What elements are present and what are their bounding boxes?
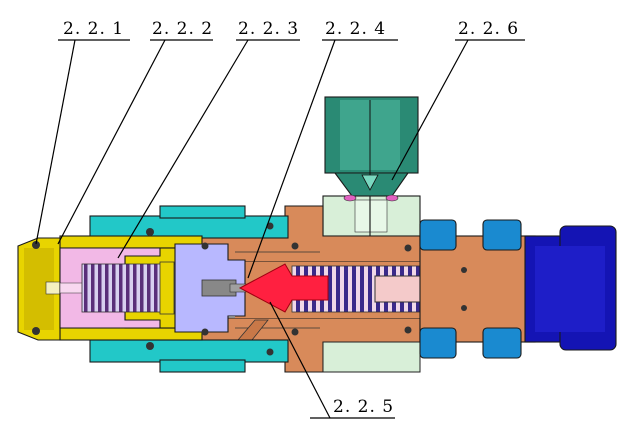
end-cap-oring-top	[32, 241, 40, 249]
upper-body-inner	[354, 199, 388, 233]
callout-2-2-1: 2. 2. 1	[63, 19, 124, 39]
left-spring-seat	[159, 261, 175, 315]
teal-sleeve-bottom	[89, 339, 289, 363]
lavender-guide	[174, 243, 247, 333]
right-coupling-body	[419, 235, 536, 343]
right-nut-top-a	[419, 219, 457, 251]
callout-2-2-4: 2. 2. 4	[325, 19, 386, 39]
teal-sleeve-top-step	[159, 205, 246, 219]
upper-seal-right	[385, 194, 399, 202]
upper-needle-tip	[361, 174, 379, 191]
upper-seal-left	[343, 194, 357, 202]
upper-fitting	[322, 96, 421, 238]
end-cap-oring-bottom	[32, 327, 40, 335]
lower-nut	[322, 341, 421, 373]
leader-lines	[35, 39, 525, 419]
o-rings	[146, 222, 467, 356]
right-nut-bottom-b	[482, 327, 522, 359]
teal-sleeve	[89, 205, 289, 373]
pink-sleeve-bore	[59, 282, 86, 294]
blue-cap-inner	[535, 246, 605, 332]
right-fitting	[419, 219, 617, 359]
callout-2-2-6: 2. 2. 6	[458, 19, 519, 39]
teal-sleeve-top	[89, 215, 289, 239]
teal-sleeve-bottom-step	[159, 359, 246, 373]
right-nut-top-b	[482, 219, 522, 251]
callout-2-2-3: 2. 2. 3	[238, 19, 299, 39]
callout-2-2-5: 2. 2. 5	[333, 397, 394, 417]
right-nut-bottom-a	[419, 327, 457, 359]
callout-labels: 2. 2. 1 2. 2. 2 2. 2. 3 2. 2. 4 2. 2. 5 …	[63, 19, 519, 417]
callout-2-2-2: 2. 2. 2	[152, 19, 213, 39]
poppet-arrow	[238, 263, 329, 313]
